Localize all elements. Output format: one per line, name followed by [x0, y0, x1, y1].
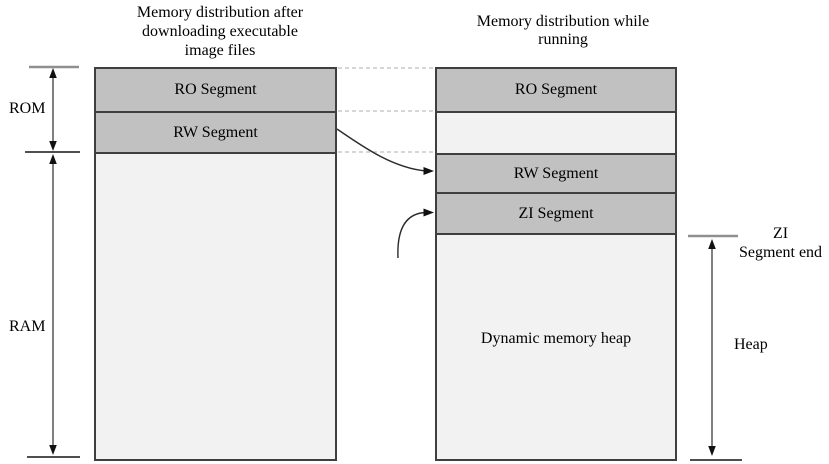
left-column-title: Memory distribution after downloading ex… — [108, 3, 332, 60]
ram-arrowhead-down — [49, 445, 57, 455]
right-rw-segment: RW Segment — [437, 155, 675, 194]
left-memory-box: RO Segment RW Segment — [94, 67, 337, 461]
left-rw-segment: RW Segment — [96, 113, 335, 154]
left-title-line-3: image files — [184, 42, 256, 59]
rw-mapping-curve-arrow — [336, 128, 427, 172]
left-title-line-2: downloading executable — [142, 23, 298, 40]
ram-label: RAM — [9, 318, 46, 335]
right-rw-segment-label: RW Segment — [513, 164, 599, 182]
left-ro-segment-label: RO Segment — [174, 81, 257, 98]
rw-mapping-arrowhead — [423, 167, 434, 175]
right-memory-box: RO Segment RW Segment ZI Segment Dynamic… — [435, 67, 677, 461]
zi-mapping-arrowhead — [423, 208, 434, 217]
heap-arrowhead-down — [708, 446, 716, 456]
rom-arrowhead-up — [49, 68, 57, 78]
right-zi-segment: ZI Segment — [437, 194, 675, 235]
zi-mapping-curve-arrow — [397, 211, 426, 259]
ram-arrowhead-up — [49, 154, 57, 164]
dynamic-memory-heap-label: Dynamic memory heap — [480, 330, 632, 347]
rom-label: ROM — [9, 100, 46, 117]
right-title-line-2: running — [538, 31, 588, 48]
left-rw-segment-label: RW Segment — [173, 123, 258, 141]
zi-segment-end-label: ZI Segment end — [730, 224, 829, 262]
heap-arrowhead-up — [708, 239, 716, 249]
right-column-title: Memory distribution while running — [450, 13, 676, 49]
right-empty-gap — [437, 113, 675, 155]
zi-segment-end-line-1: ZI — [772, 225, 789, 242]
right-title-line-1: Memory distribution while — [476, 13, 650, 30]
rom-arrowhead-down — [49, 141, 57, 151]
left-title-line-1: Memory distribution after — [136, 4, 304, 21]
zi-segment-end-line-2: Segment end — [738, 244, 823, 261]
heap-label: Heap — [734, 336, 768, 353]
right-ro-segment: RO Segment — [437, 69, 675, 113]
right-zi-segment-label: ZI Segment — [518, 204, 594, 222]
left-ro-segment: RO Segment — [96, 69, 335, 113]
right-ro-segment-label: RO Segment — [514, 81, 598, 98]
